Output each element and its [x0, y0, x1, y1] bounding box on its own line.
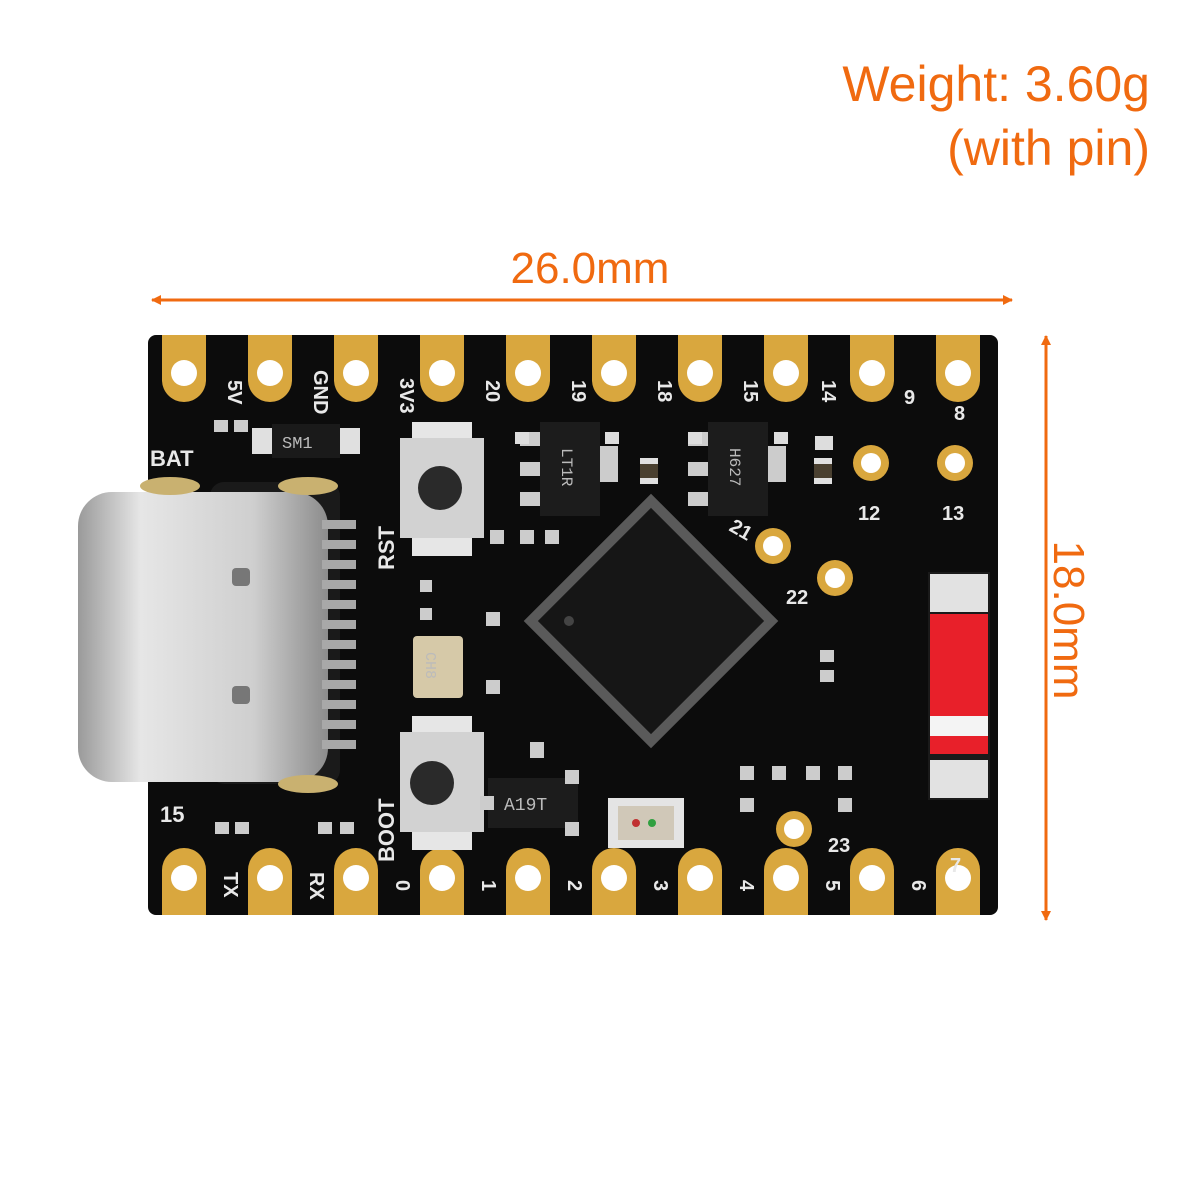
svg-text:CH8: CH8: [421, 652, 438, 679]
pin-label-20: 20: [481, 380, 503, 402]
svg-text:LT1R: LT1R: [557, 448, 575, 487]
boot-button: [400, 716, 484, 850]
bat-label: BAT: [150, 446, 194, 471]
pin-label-6: 6: [907, 880, 929, 891]
crystal: CH8: [413, 636, 463, 698]
pad-label-23: 23: [828, 835, 850, 857]
pin-label-3v3: 3V3: [395, 378, 417, 414]
boot-label: BOOT: [374, 798, 399, 862]
pin-label-1: 1: [477, 880, 499, 891]
regulator-chip-2: H627: [688, 422, 786, 516]
inner-pads: [755, 445, 973, 847]
mcu-chip: [523, 493, 779, 749]
pin-label-18: 18: [653, 380, 675, 402]
pad-label-12: 12: [858, 503, 880, 525]
top-pin-row: [162, 335, 980, 402]
pin-label-0: 0: [391, 880, 413, 891]
passive-components: [214, 420, 852, 834]
pin-label-7: 7: [950, 855, 961, 877]
pin-label-15: 15: [739, 380, 761, 402]
svg-text:SM1: SM1: [282, 435, 313, 454]
pin-label-3: 3: [649, 880, 671, 891]
pin-label-9: 9: [904, 387, 915, 409]
svg-text:H627: H627: [725, 448, 743, 486]
pad-label-22: 22: [786, 587, 808, 609]
pin-label-14: 14: [817, 380, 839, 403]
bottom-pin-row: [162, 848, 980, 915]
pin-label-tx: TX: [219, 872, 241, 898]
svg-text:A19T: A19T: [504, 796, 547, 816]
regulator-chip-1: LT1R: [520, 422, 618, 516]
reset-button: [400, 422, 484, 556]
pin-label-19: 19: [567, 380, 589, 402]
pin-label-gnd: GND: [309, 370, 331, 414]
pin-label-rx: RX: [305, 872, 327, 900]
width-dimension-label: 26.0mm: [510, 244, 670, 293]
rst-label: RST: [374, 525, 399, 570]
usb-c-connector: [78, 477, 356, 793]
weight-annotation: Weight: 3.60g (with pin): [842, 52, 1150, 180]
weight-line-1: Weight: 3.60g: [842, 56, 1150, 112]
pin-label-4: 4: [735, 880, 757, 892]
pin-label-15-left: 15: [160, 802, 184, 827]
pin-label-5: 5: [821, 880, 843, 891]
pin-label-5v: 5V: [223, 380, 245, 405]
weight-line-2: (with pin): [947, 120, 1150, 176]
pin-label-2: 2: [563, 880, 585, 891]
rgb-led: [608, 798, 684, 848]
pin-label-8: 8: [954, 403, 965, 425]
pad-label-13: 13: [942, 503, 964, 525]
red-power-led: [928, 572, 990, 800]
ldo-chip: A19T: [480, 770, 579, 836]
diode-sm1: SM1: [252, 424, 360, 458]
